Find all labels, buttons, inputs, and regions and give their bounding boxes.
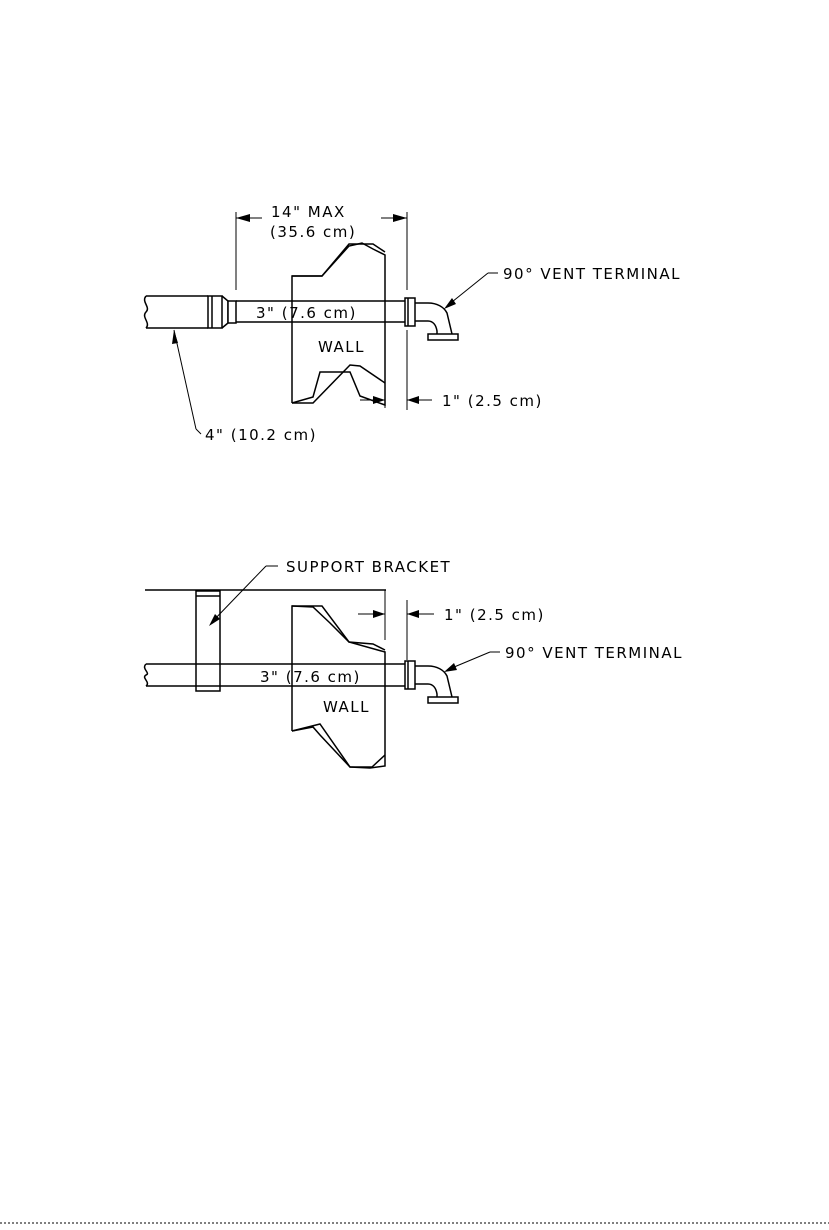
bottom-clearance-label: 1" (2.5 cm): [444, 606, 545, 624]
top-terminal-leader: 90° VENT TERMINAL: [444, 265, 681, 309]
bottom-wall-break-lower: [292, 724, 385, 767]
bottom-support-bracket: [196, 591, 220, 691]
top-inlet-label: 4" (10.2 cm): [205, 426, 317, 444]
top-inlet-leader: 4" (10.2 cm): [172, 330, 317, 444]
top-pipe-label: 3" (7.6 cm): [256, 304, 357, 322]
top-inlet-pipe: [145, 296, 236, 328]
top-clearance-dimension: 1" (2.5 cm): [360, 330, 543, 410]
top-wall-break-lower: [292, 365, 385, 403]
bottom-vent-pipe: 3" (7.6 cm): [145, 661, 415, 689]
bottom-bracket-label: SUPPORT BRACKET: [286, 558, 451, 576]
bottom-terminal-label: 90° VENT TERMINAL: [505, 644, 683, 662]
top-diagram: 14" MAX (35.6 cm) WALL 3" (7.6 cm): [145, 203, 681, 444]
top-clearance-label: 1" (2.5 cm): [442, 392, 543, 410]
top-max-label: 14" MAX: [271, 203, 346, 221]
bottom-terminal-leader: 90° VENT TERMINAL: [444, 644, 683, 672]
bottom-pipe-label: 3" (7.6 cm): [260, 668, 361, 686]
bottom-wall: [292, 606, 385, 768]
bottom-wall-label: WALL: [323, 698, 370, 716]
bottom-vent-terminal: [415, 666, 458, 703]
top-terminal-label: 90° VENT TERMINAL: [503, 265, 681, 283]
top-wall-label: WALL: [318, 338, 365, 356]
top-wall: [292, 243, 385, 405]
bottom-diagram: WALL 3" (7.6 cm) SUPPORT BRACKET: [145, 558, 683, 768]
top-vent-pipe: 3" (7.6 cm): [236, 298, 415, 326]
top-vent-terminal: [415, 303, 458, 340]
top-max-dimension: 14" MAX (35.6 cm): [236, 203, 407, 290]
top-wall-break-upper: [292, 244, 385, 276]
top-max-metric-label: (35.6 cm): [270, 223, 356, 241]
